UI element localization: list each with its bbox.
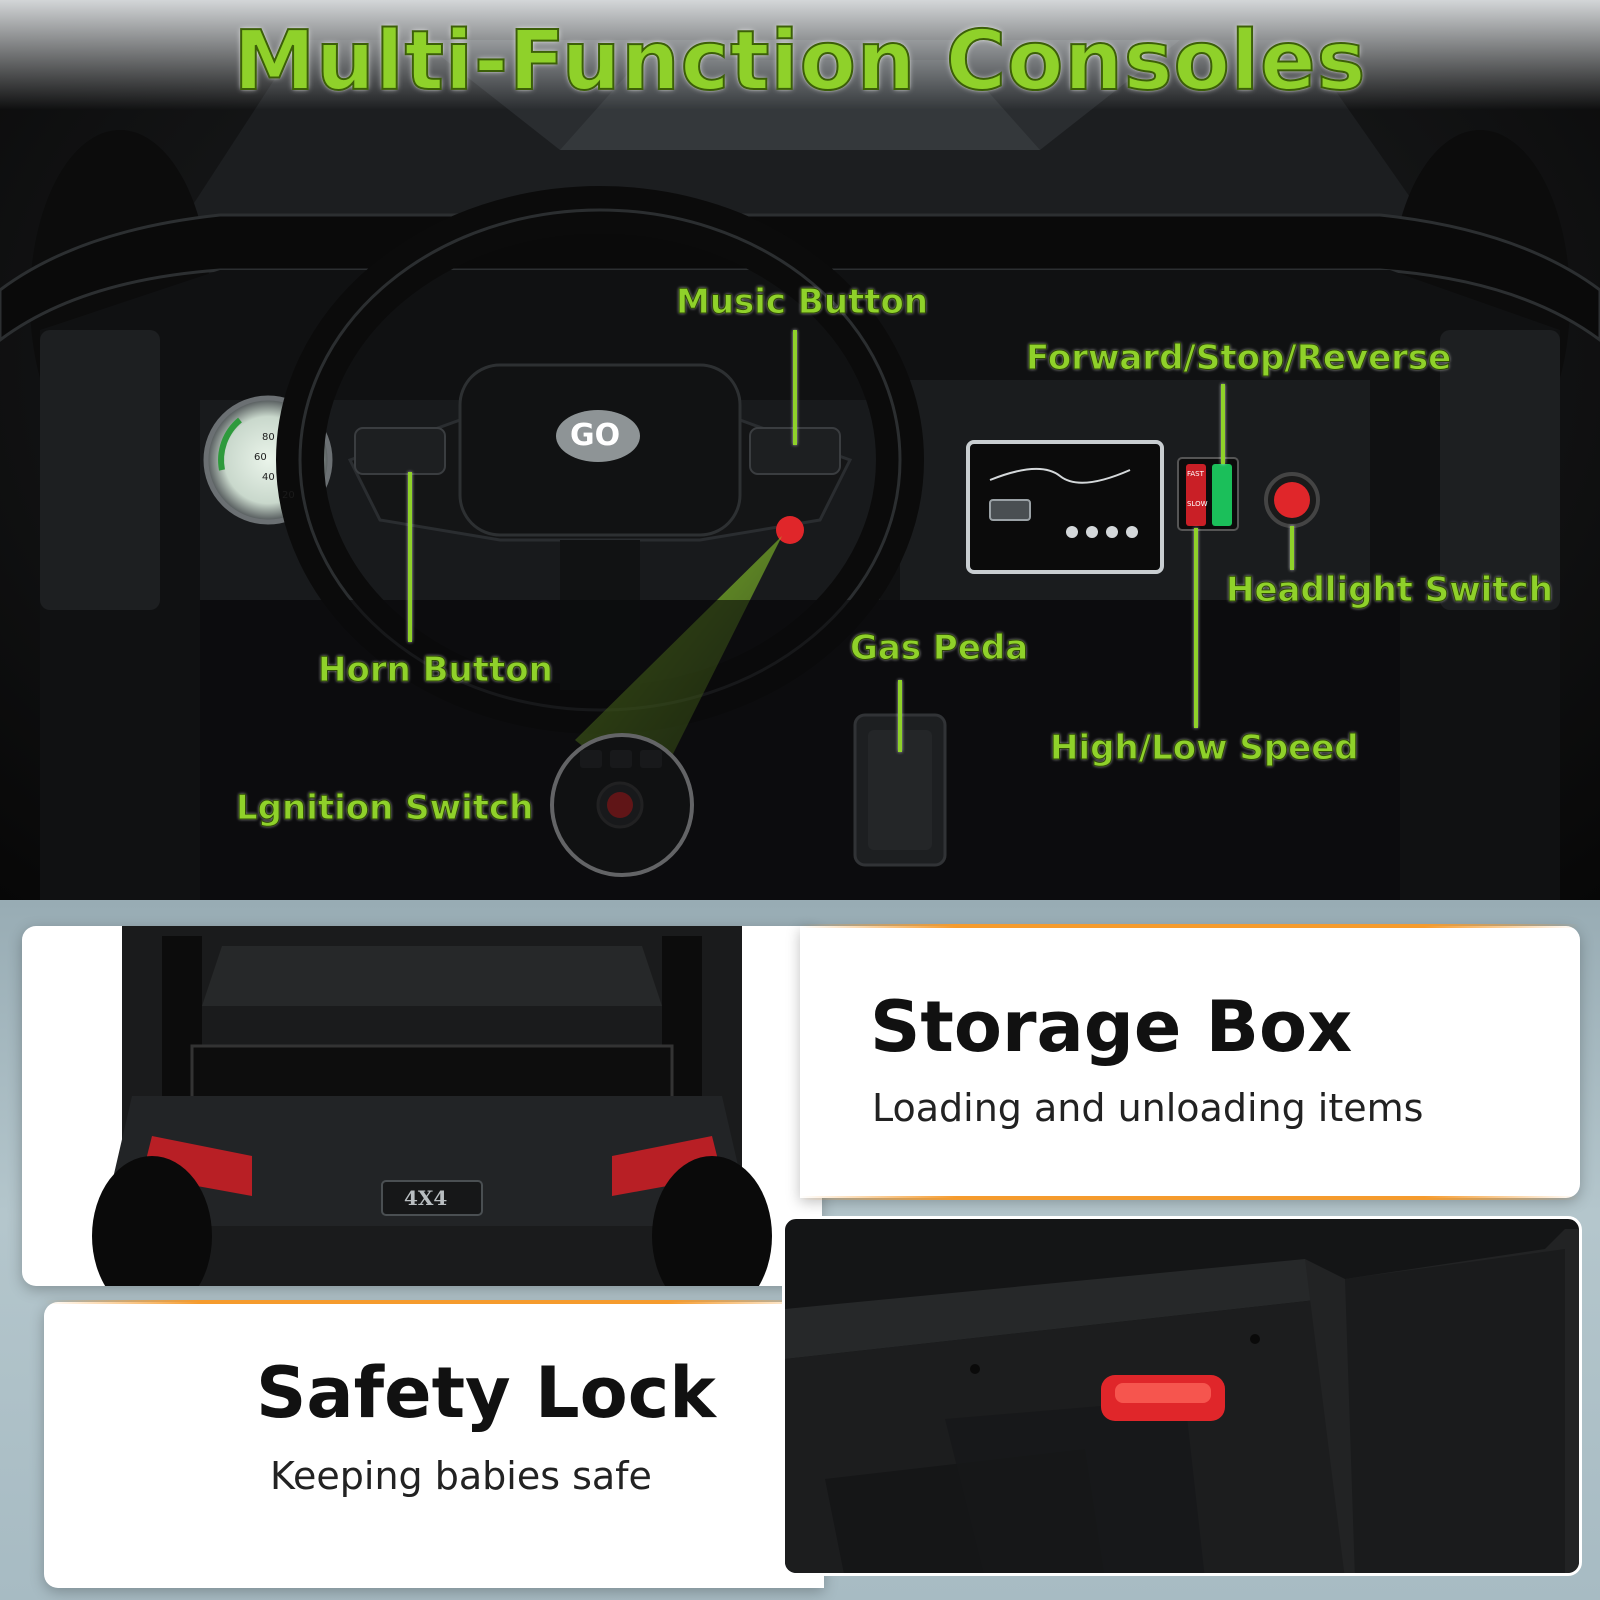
console-scene: Multi-Function Consoles GO 80 60 40 20 F… bbox=[0, 0, 1600, 900]
callout-headlight-switch: Headlight Switch bbox=[1226, 570, 1554, 611]
callout-ignition-switch: Lgnition Switch bbox=[235, 788, 534, 829]
callout-forward-stop-reverse: Forward/Stop/Reverse bbox=[1025, 338, 1452, 379]
gauge-tick: 60 bbox=[254, 452, 267, 463]
page-title: Multi-Function Consoles bbox=[233, 13, 1367, 110]
storage-photo-card: 4X4 bbox=[22, 926, 822, 1286]
storage-box-card: Storage Box Loading and unloading items bbox=[800, 926, 1580, 1198]
leader-forward-stop-reverse bbox=[1221, 384, 1225, 464]
divider-safety bbox=[44, 1300, 824, 1304]
callout-music-button: Music Button bbox=[675, 282, 929, 323]
lock-illustration bbox=[785, 1229, 1579, 1573]
storage-box-subtitle: Loading and unloading items bbox=[872, 1086, 1424, 1130]
gauge-tick: 80 bbox=[262, 432, 275, 443]
safety-lock-title: Safety Lock bbox=[256, 1352, 716, 1434]
safety-lock-photo-card bbox=[782, 1216, 1582, 1576]
rear-vehicle-illustration bbox=[92, 926, 772, 1286]
feature-section: 4X4 Storage Box Loading and unloading it… bbox=[0, 900, 1600, 1600]
gauge-tick: 40 bbox=[262, 472, 275, 483]
callout-horn-button: Horn Button bbox=[318, 650, 554, 691]
gauge-tick: 20 bbox=[282, 490, 295, 501]
speed-fast-label: FAST bbox=[1187, 470, 1204, 478]
rear-badge: 4X4 bbox=[404, 1186, 448, 1210]
divider-top bbox=[800, 924, 1580, 928]
steering-logo: GO bbox=[570, 418, 621, 453]
dashboard-illustration bbox=[0, 0, 1600, 900]
safety-lock-card: Safety Lock Keeping babies safe bbox=[44, 1302, 824, 1588]
divider-storage bbox=[800, 1196, 1580, 1200]
speed-slow-label: SLOW bbox=[1187, 500, 1208, 508]
storage-box-title: Storage Box bbox=[870, 986, 1353, 1068]
leader-gas-pedal bbox=[898, 680, 902, 752]
leader-music-button bbox=[793, 330, 797, 445]
callout-high-low-speed: High/Low Speed bbox=[1050, 728, 1360, 769]
safety-lock-subtitle: Keeping babies safe bbox=[270, 1454, 652, 1498]
leader-high-low-speed bbox=[1194, 528, 1198, 728]
callout-gas-pedal: Gas Peda bbox=[849, 628, 1029, 669]
leader-horn-button bbox=[408, 472, 412, 642]
leader-headlight-switch bbox=[1290, 526, 1294, 570]
